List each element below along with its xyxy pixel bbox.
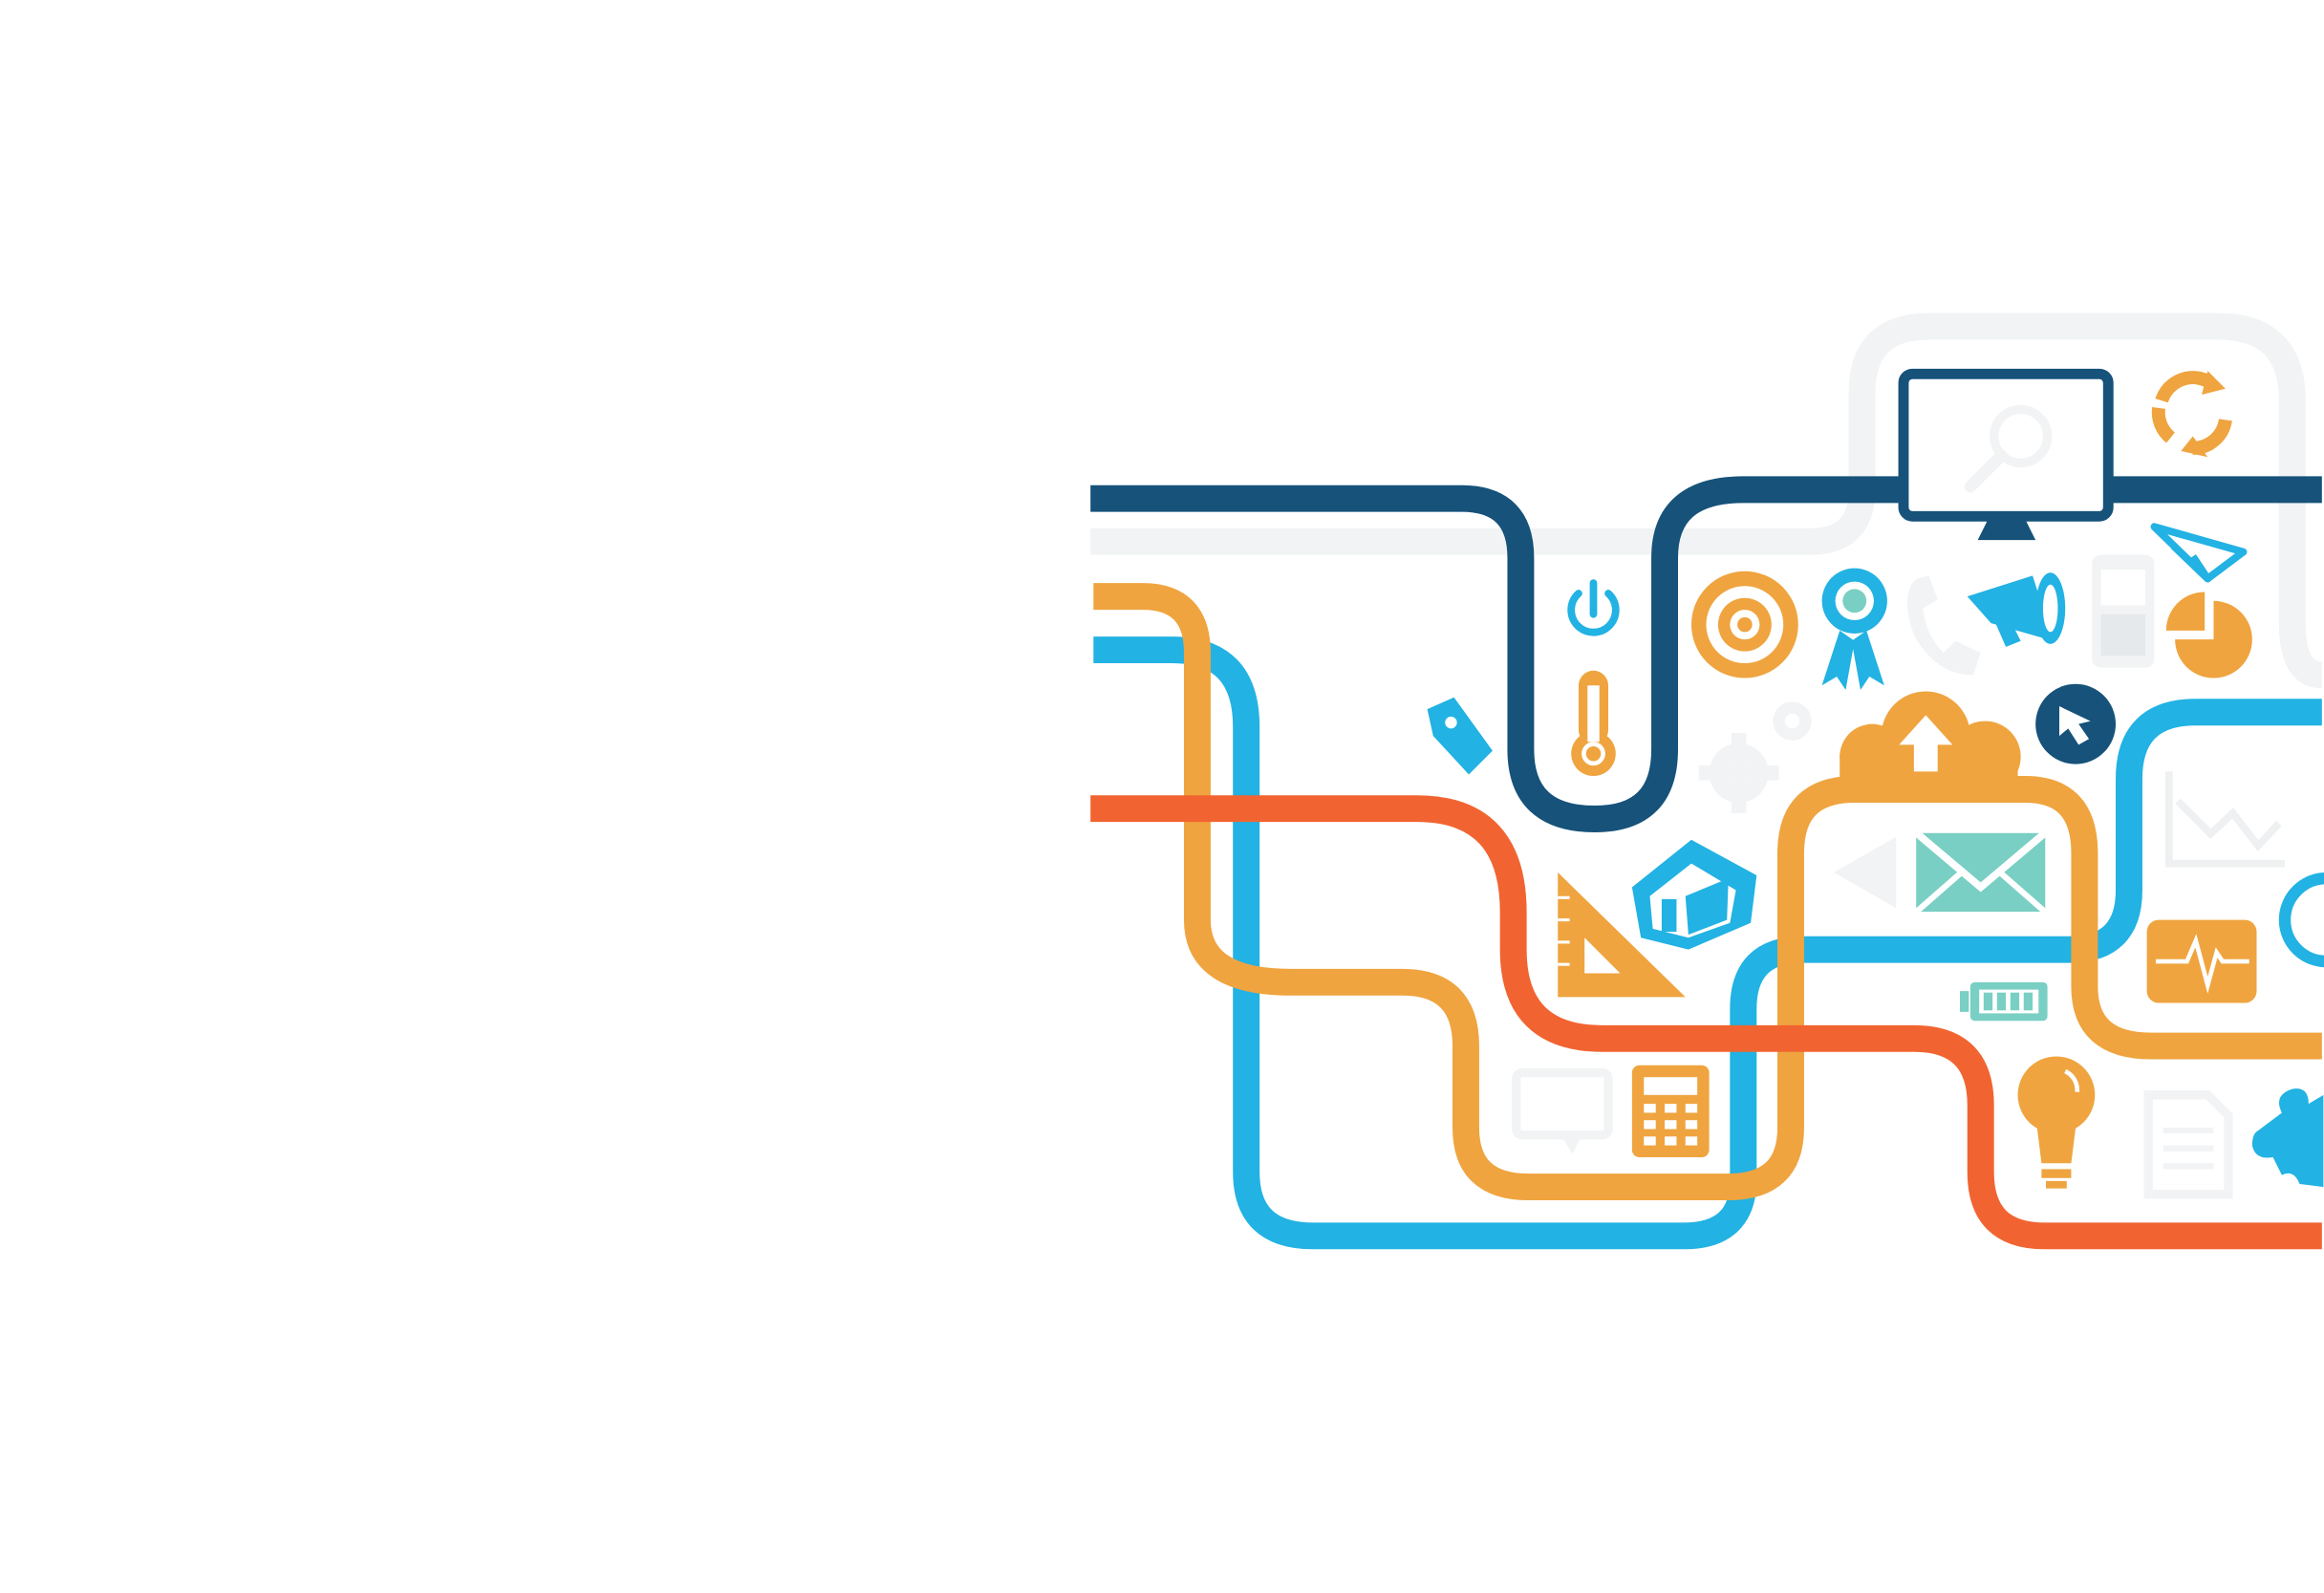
light-bulb-icon	[2017, 1056, 2096, 1189]
heartbeat-monitor-icon	[2146, 919, 2257, 1003]
back-arrow-icon	[1834, 836, 1897, 909]
megaphone-icon	[1967, 572, 2066, 647]
speech-bubble-icon	[1512, 1067, 1613, 1154]
red-pipe	[1090, 795, 2322, 1250]
line-chart-icon	[2165, 771, 2286, 868]
award-ribbon-icon	[1821, 568, 1887, 690]
orange-pipe	[1093, 583, 2322, 1201]
price-tag-icon	[1427, 697, 1493, 775]
house-icon	[1631, 839, 1757, 950]
cloud-upload-icon	[1840, 691, 2021, 793]
phone-icon	[1906, 575, 1981, 676]
recycle-icon	[2151, 371, 2232, 458]
power-icon	[1567, 579, 1620, 636]
light-gray-pipe	[1090, 312, 2324, 689]
monitor-search-icon	[1898, 368, 2114, 541]
target-icon	[1690, 570, 1798, 678]
set-square-icon	[1558, 872, 1686, 998]
cursor-arrow-icon	[2035, 683, 2117, 764]
puzzle-piece-icon	[2251, 1088, 2324, 1188]
battery-icon	[1959, 981, 2048, 1022]
clock-icon	[2278, 872, 2324, 968]
calculator-icon	[1631, 1065, 1710, 1158]
envelope-icon	[1911, 828, 2051, 916]
navy-pipe	[1090, 476, 2322, 833]
document-icon	[2143, 1090, 2233, 1199]
mobile-phone-icon	[2092, 554, 2155, 668]
thermometer-icon	[1571, 670, 1616, 777]
pie-chart-icon	[2165, 592, 2252, 678]
paper-plane-icon	[2150, 523, 2248, 583]
gear-icon	[1698, 701, 1812, 813]
